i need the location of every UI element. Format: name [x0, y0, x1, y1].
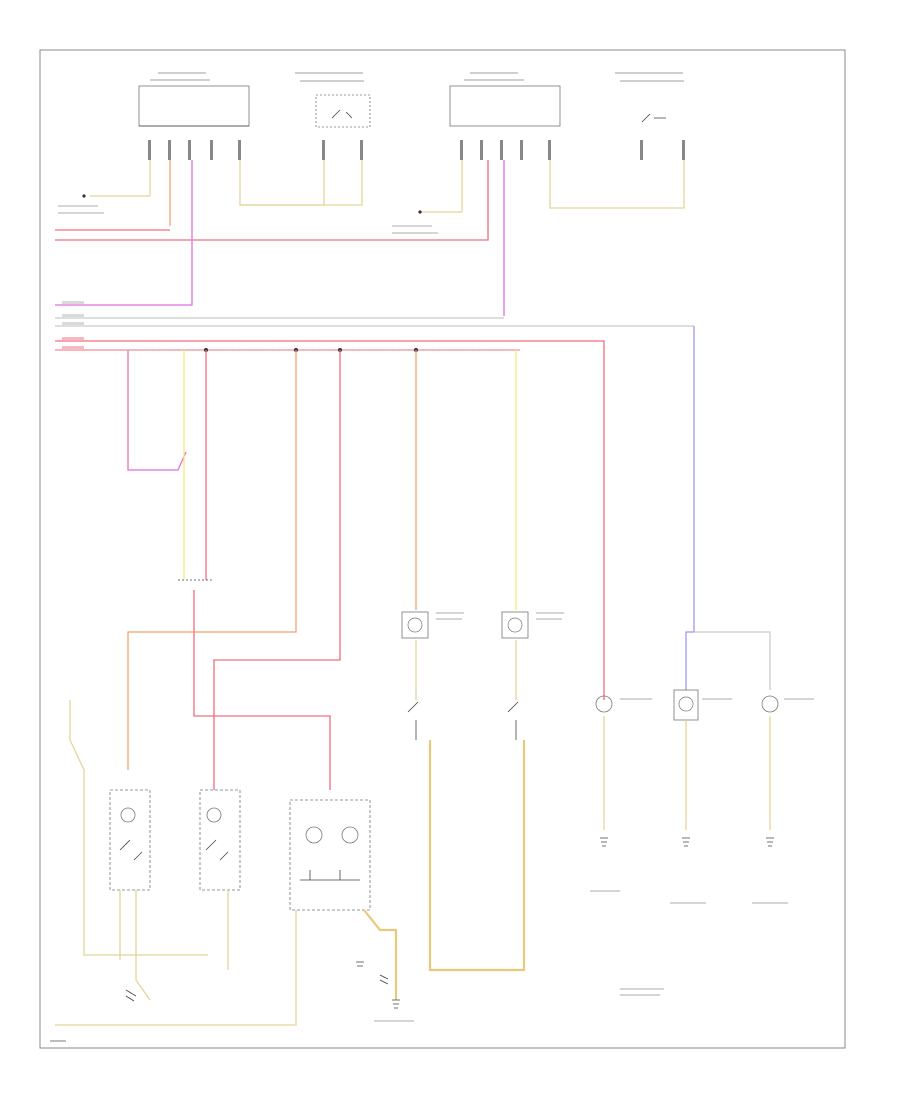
front-right-sensor-module [138, 85, 250, 127]
module-ground-wire-2 [135, 890, 151, 1001]
bottom-return-wire [55, 910, 297, 1026]
left-courtesy-lamp [501, 611, 529, 639]
ground-symbols-right [600, 837, 774, 847]
door-switch-ground-loop [428, 740, 526, 972]
front-left-switch-module [641, 113, 666, 123]
right-tail-lamp [761, 695, 779, 713]
interior-lamp-module [289, 799, 371, 911]
left-module-connectors [148, 140, 363, 160]
front-right-switch-module [315, 94, 371, 128]
main-red-bus [55, 340, 605, 700]
ground-symbols-left [125, 961, 400, 1009]
upper-red-bus [55, 160, 489, 241]
diagram-frame [39, 49, 846, 1049]
tail-lamp-bridge [694, 631, 771, 690]
right-map-lamp-module [109, 789, 151, 891]
left-module-ground-wire [90, 160, 151, 197]
red-drop-2 [213, 350, 341, 790]
left-magenta-wire [55, 160, 193, 306]
left-tail-lamp [673, 689, 699, 721]
magenta-drop [127, 350, 187, 471]
front-left-sensor-module [449, 85, 561, 127]
bus-labels [62, 301, 84, 349]
license-lamp [595, 695, 613, 713]
right-courtesy-lamp [401, 611, 429, 639]
red-cross-wire [193, 590, 331, 790]
right-door-switch [407, 701, 419, 740]
left-door-switch [507, 701, 519, 740]
orange-drop-1 [127, 350, 297, 770]
right-module-ground-wire [420, 160, 463, 213]
left-map-lamp-module [199, 789, 241, 891]
unreadable-labels [50, 72, 814, 1042]
left-module-loop-wire [239, 160, 325, 206]
sunroof-wire [69, 700, 208, 956]
interior-lamp-ground [363, 909, 398, 1000]
right-module-loop-wire [549, 160, 685, 209]
blue-wire [685, 326, 695, 690]
right-module-connectors [460, 140, 685, 160]
left-switch-wire [240, 160, 363, 206]
